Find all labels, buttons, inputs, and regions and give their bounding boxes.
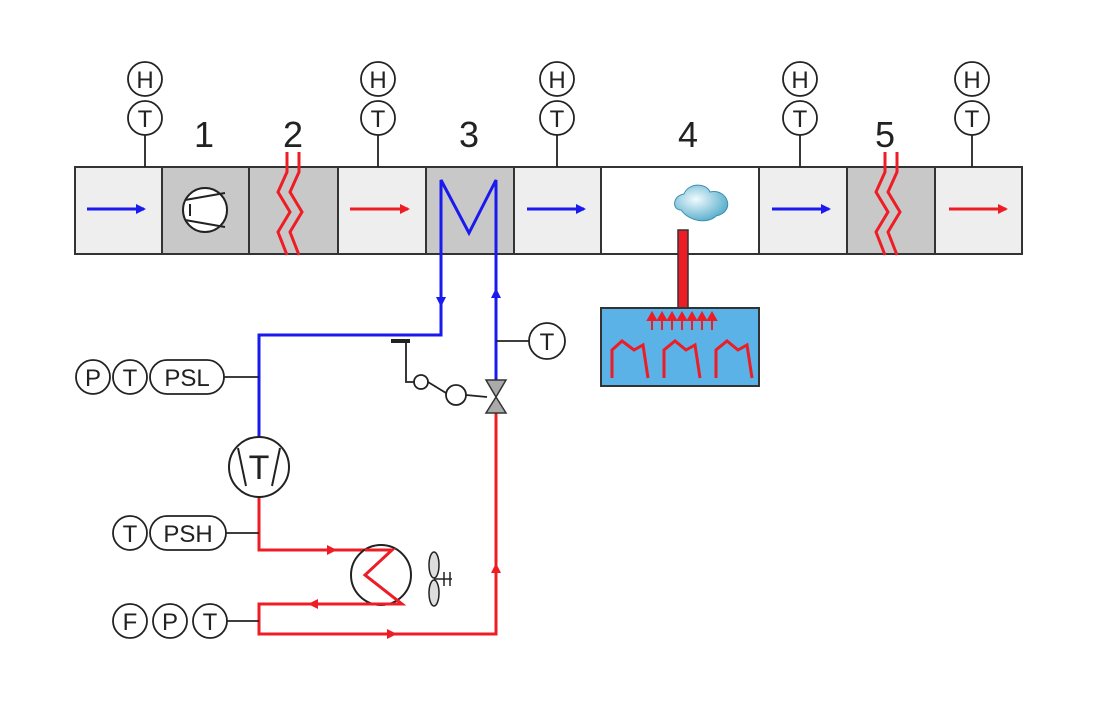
duct-sensor-4: H T: [782, 61, 818, 167]
thermal-bulb-icon: [391, 339, 488, 406]
duct-sensor-5: H T: [954, 61, 990, 167]
discharge-instrument-group: [112, 515, 259, 551]
section-number-5: 5: [875, 114, 895, 155]
low-pressure-switch-label: PSL: [164, 365, 209, 392]
temperature-sensor-label: T: [123, 521, 138, 548]
chimney: [677, 229, 689, 311]
temperature-sensor-label: T: [203, 609, 218, 636]
compressor-icon: T: [228, 436, 290, 498]
cooling-coil-icon: [439, 179, 498, 237]
humidity-sensor-label: H: [963, 67, 980, 94]
liquid-instrument-group: [112, 603, 259, 639]
section-number-4: 4: [678, 114, 698, 155]
flame-icon: [610, 339, 754, 379]
suction-instrument-group: [75, 359, 259, 395]
duct-sensor-3: H T: [539, 61, 575, 167]
condenser-fan-icon: [428, 551, 452, 607]
flow-sensor-label: F: [123, 609, 138, 636]
section-number-3: 3: [459, 114, 479, 155]
duct-sensor-2: H T: [360, 61, 396, 167]
pressure-sensor-label: P: [85, 365, 101, 392]
humidity-sensor-label: H: [136, 67, 153, 94]
fan-icon: [182, 187, 228, 233]
temperature-sensor-label: T: [138, 106, 153, 133]
humidity-sensor-label: H: [369, 67, 386, 94]
temperature-sensor-label: T: [550, 106, 565, 133]
temperature-sensor-label: T: [371, 106, 386, 133]
pressure-sensor-label: P: [162, 609, 178, 636]
high-pressure-switch-label: PSH: [163, 521, 212, 548]
compressor-symbol: T: [249, 449, 270, 487]
air-duct: [74, 152, 1023, 256]
temperature-sensor-label: T: [793, 106, 808, 133]
temperature-sensor-label: T: [123, 365, 138, 392]
heater-coil-icon: [874, 152, 902, 256]
smoke-cloud-icon: [674, 184, 729, 222]
furnace: [600, 229, 760, 387]
humidity-sensor-label: H: [548, 67, 565, 94]
section-number-1: 1: [194, 114, 214, 155]
cooling-coil-section: [425, 166, 515, 255]
condenser-icon: [350, 544, 412, 606]
valve-temperature-sensor: [528, 322, 566, 360]
heater-coil-icon: [276, 152, 304, 256]
section-number-2: 2: [283, 114, 303, 155]
expansion-valve-icon: [484, 379, 508, 414]
refrigerant-circuit: T: [228, 233, 566, 639]
humidity-sensor-label: H: [791, 67, 808, 94]
valve-temperature-label: T: [540, 329, 555, 356]
duct-sensor-1: H T: [127, 61, 163, 167]
discharge-line: [257, 497, 365, 552]
temperature-sensor-label: T: [965, 106, 980, 133]
rising-heat-arrows-icon: [646, 310, 718, 330]
liquid-line: [257, 413, 498, 636]
suction-line: [257, 233, 443, 437]
